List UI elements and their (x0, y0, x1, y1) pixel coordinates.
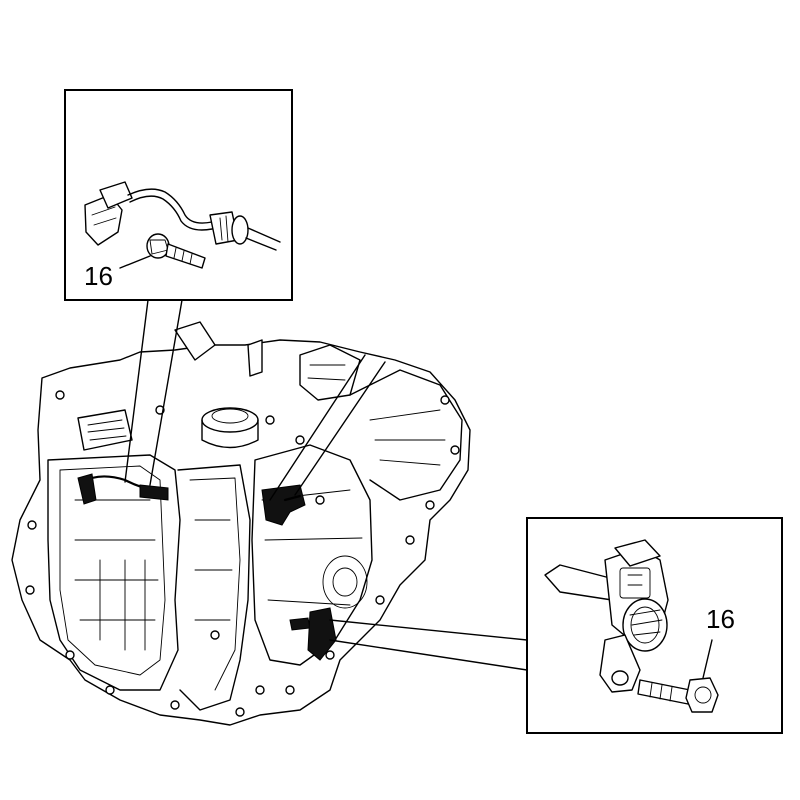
position-sensor-detail (544, 539, 669, 693)
sensor-lower-installed (289, 607, 337, 661)
callout-leader-bottom (702, 639, 713, 679)
transmission-housing (11, 321, 471, 726)
speed-sensor-with-harness (84, 181, 281, 251)
sensor-left-installed (77, 473, 169, 505)
callout-leader-top (119, 255, 151, 269)
inset-bottom-right: 16 (526, 517, 783, 734)
bolt-16-top (146, 233, 206, 269)
callout-number-top: 16 (84, 261, 113, 291)
inset-top-left: 16 (64, 89, 293, 301)
callout-number-bottom: 16 (706, 604, 735, 634)
housing-bolts (25, 390, 460, 717)
leader-lines (124, 299, 528, 671)
bolt-16-bottom (637, 677, 719, 713)
